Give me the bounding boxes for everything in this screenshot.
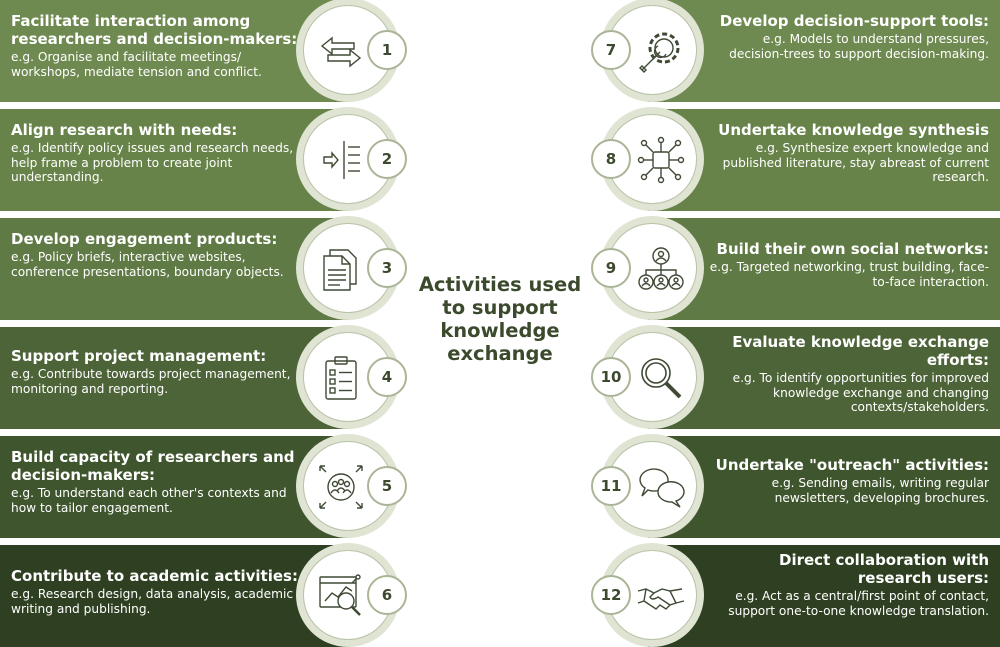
social-network-icon [638, 247, 684, 290]
band-item-5: Build capacity of researchers and decisi… [0, 436, 350, 538]
item-desc: e.g. Models to understand pressures, dec… [729, 32, 989, 61]
number-badge-3: 3 [367, 248, 407, 288]
item-title: Undertake "outreach" activities: [715, 456, 989, 474]
number-badge-9: 9 [591, 248, 631, 288]
item-desc: e.g. Policy briefs, interactive websites… [11, 250, 284, 279]
icon-circle-1 [296, 0, 400, 102]
band-item-2: Align research with needs: e.g. Identify… [0, 109, 350, 211]
item-desc: e.g. Sending emails, writing regular new… [771, 476, 989, 505]
item-title: Undertake knowledge synthesis [718, 121, 989, 139]
item-desc: e.g. Organise and facilitate meetings/ w… [11, 50, 262, 79]
item-desc: e.g. Act as a central/first point of con… [728, 589, 989, 618]
band-item-3: Develop engagement products: e.g. Policy… [0, 218, 350, 320]
number-badge-10: 10 [591, 357, 631, 397]
item-desc: e.g. Identify policy issues and research… [11, 141, 294, 184]
documents-icon [323, 249, 357, 291]
band-item-12: Direct collaboration with research users… [648, 545, 1000, 647]
item-desc: e.g. Synthesize expert knowledge and pub… [722, 141, 989, 184]
magnifier-icon [641, 358, 682, 399]
band-item-8: Undertake knowledge synthesis e.g. Synth… [648, 109, 1000, 211]
item-title: Evaluate knowledge exchange efforts: [732, 333, 989, 369]
item-title: Build their own social networks: [716, 240, 989, 258]
band-item-1: Facilitate interaction among researchers… [0, 0, 350, 102]
number-badge-11: 11 [591, 466, 631, 506]
number-badge-7: 7 [591, 30, 631, 70]
network-nodes-icon [637, 136, 685, 184]
band-item-10: Evaluate knowledge exchange efforts: e.g… [648, 327, 1000, 429]
handshake-icon [637, 588, 685, 610]
icon-circle-10 [600, 325, 704, 429]
number-badge-6: 6 [367, 575, 407, 615]
band-item-4: Support project management: e.g. Contrib… [0, 327, 350, 429]
icon-circle-11 [600, 434, 704, 538]
item-desc: e.g. Targeted networking, trust building… [709, 260, 989, 289]
band-item-6: Contribute to academic activities: e.g. … [0, 545, 350, 647]
band-item-9: Build their own social networks: e.g. Ta… [648, 218, 1000, 320]
item-desc: e.g. Contribute towards project manageme… [11, 367, 291, 396]
data-analysis-icon [319, 574, 361, 616]
band-item-11: Undertake "outreach" activities: e.g. Se… [648, 436, 1000, 538]
icon-circle-5 [296, 434, 400, 538]
number-badge-5: 5 [367, 466, 407, 506]
number-badge-2: 2 [367, 139, 407, 179]
item-title: Facilitate interaction among researchers… [11, 12, 298, 48]
number-badge-12: 12 [591, 575, 631, 615]
item-title: Direct collaboration with research users… [779, 551, 989, 587]
exchange-arrows-icon [320, 36, 362, 68]
item-title: Develop decision-support tools: [719, 12, 989, 30]
align-arrow-icon [323, 141, 360, 179]
item-title: Support project management: [11, 347, 267, 365]
item-desc: e.g. To identify opportunities for impro… [732, 371, 989, 414]
clipboard-icon [325, 356, 357, 400]
number-badge-8: 8 [591, 139, 631, 179]
center-title: Activities used to support knowledge exc… [418, 273, 582, 365]
number-badge-1: 1 [367, 30, 407, 70]
band-item-7: Develop decision-support tools: e.g. Mod… [648, 0, 1000, 102]
gear-wrench-icon [639, 32, 680, 73]
item-title: Contribute to academic activities: [11, 567, 298, 585]
number-badge-4: 4 [367, 357, 407, 397]
item-title: Build capacity of researchers and decisi… [11, 448, 295, 484]
item-title: Develop engagement products: [11, 230, 278, 248]
item-desc: e.g. To understand each other's contexts… [11, 486, 287, 515]
item-desc: e.g. Research design, data analysis, aca… [11, 587, 294, 616]
item-title: Align research with needs: [11, 121, 238, 139]
speech-bubbles-icon [639, 468, 685, 508]
group-expand-icon [319, 465, 363, 509]
